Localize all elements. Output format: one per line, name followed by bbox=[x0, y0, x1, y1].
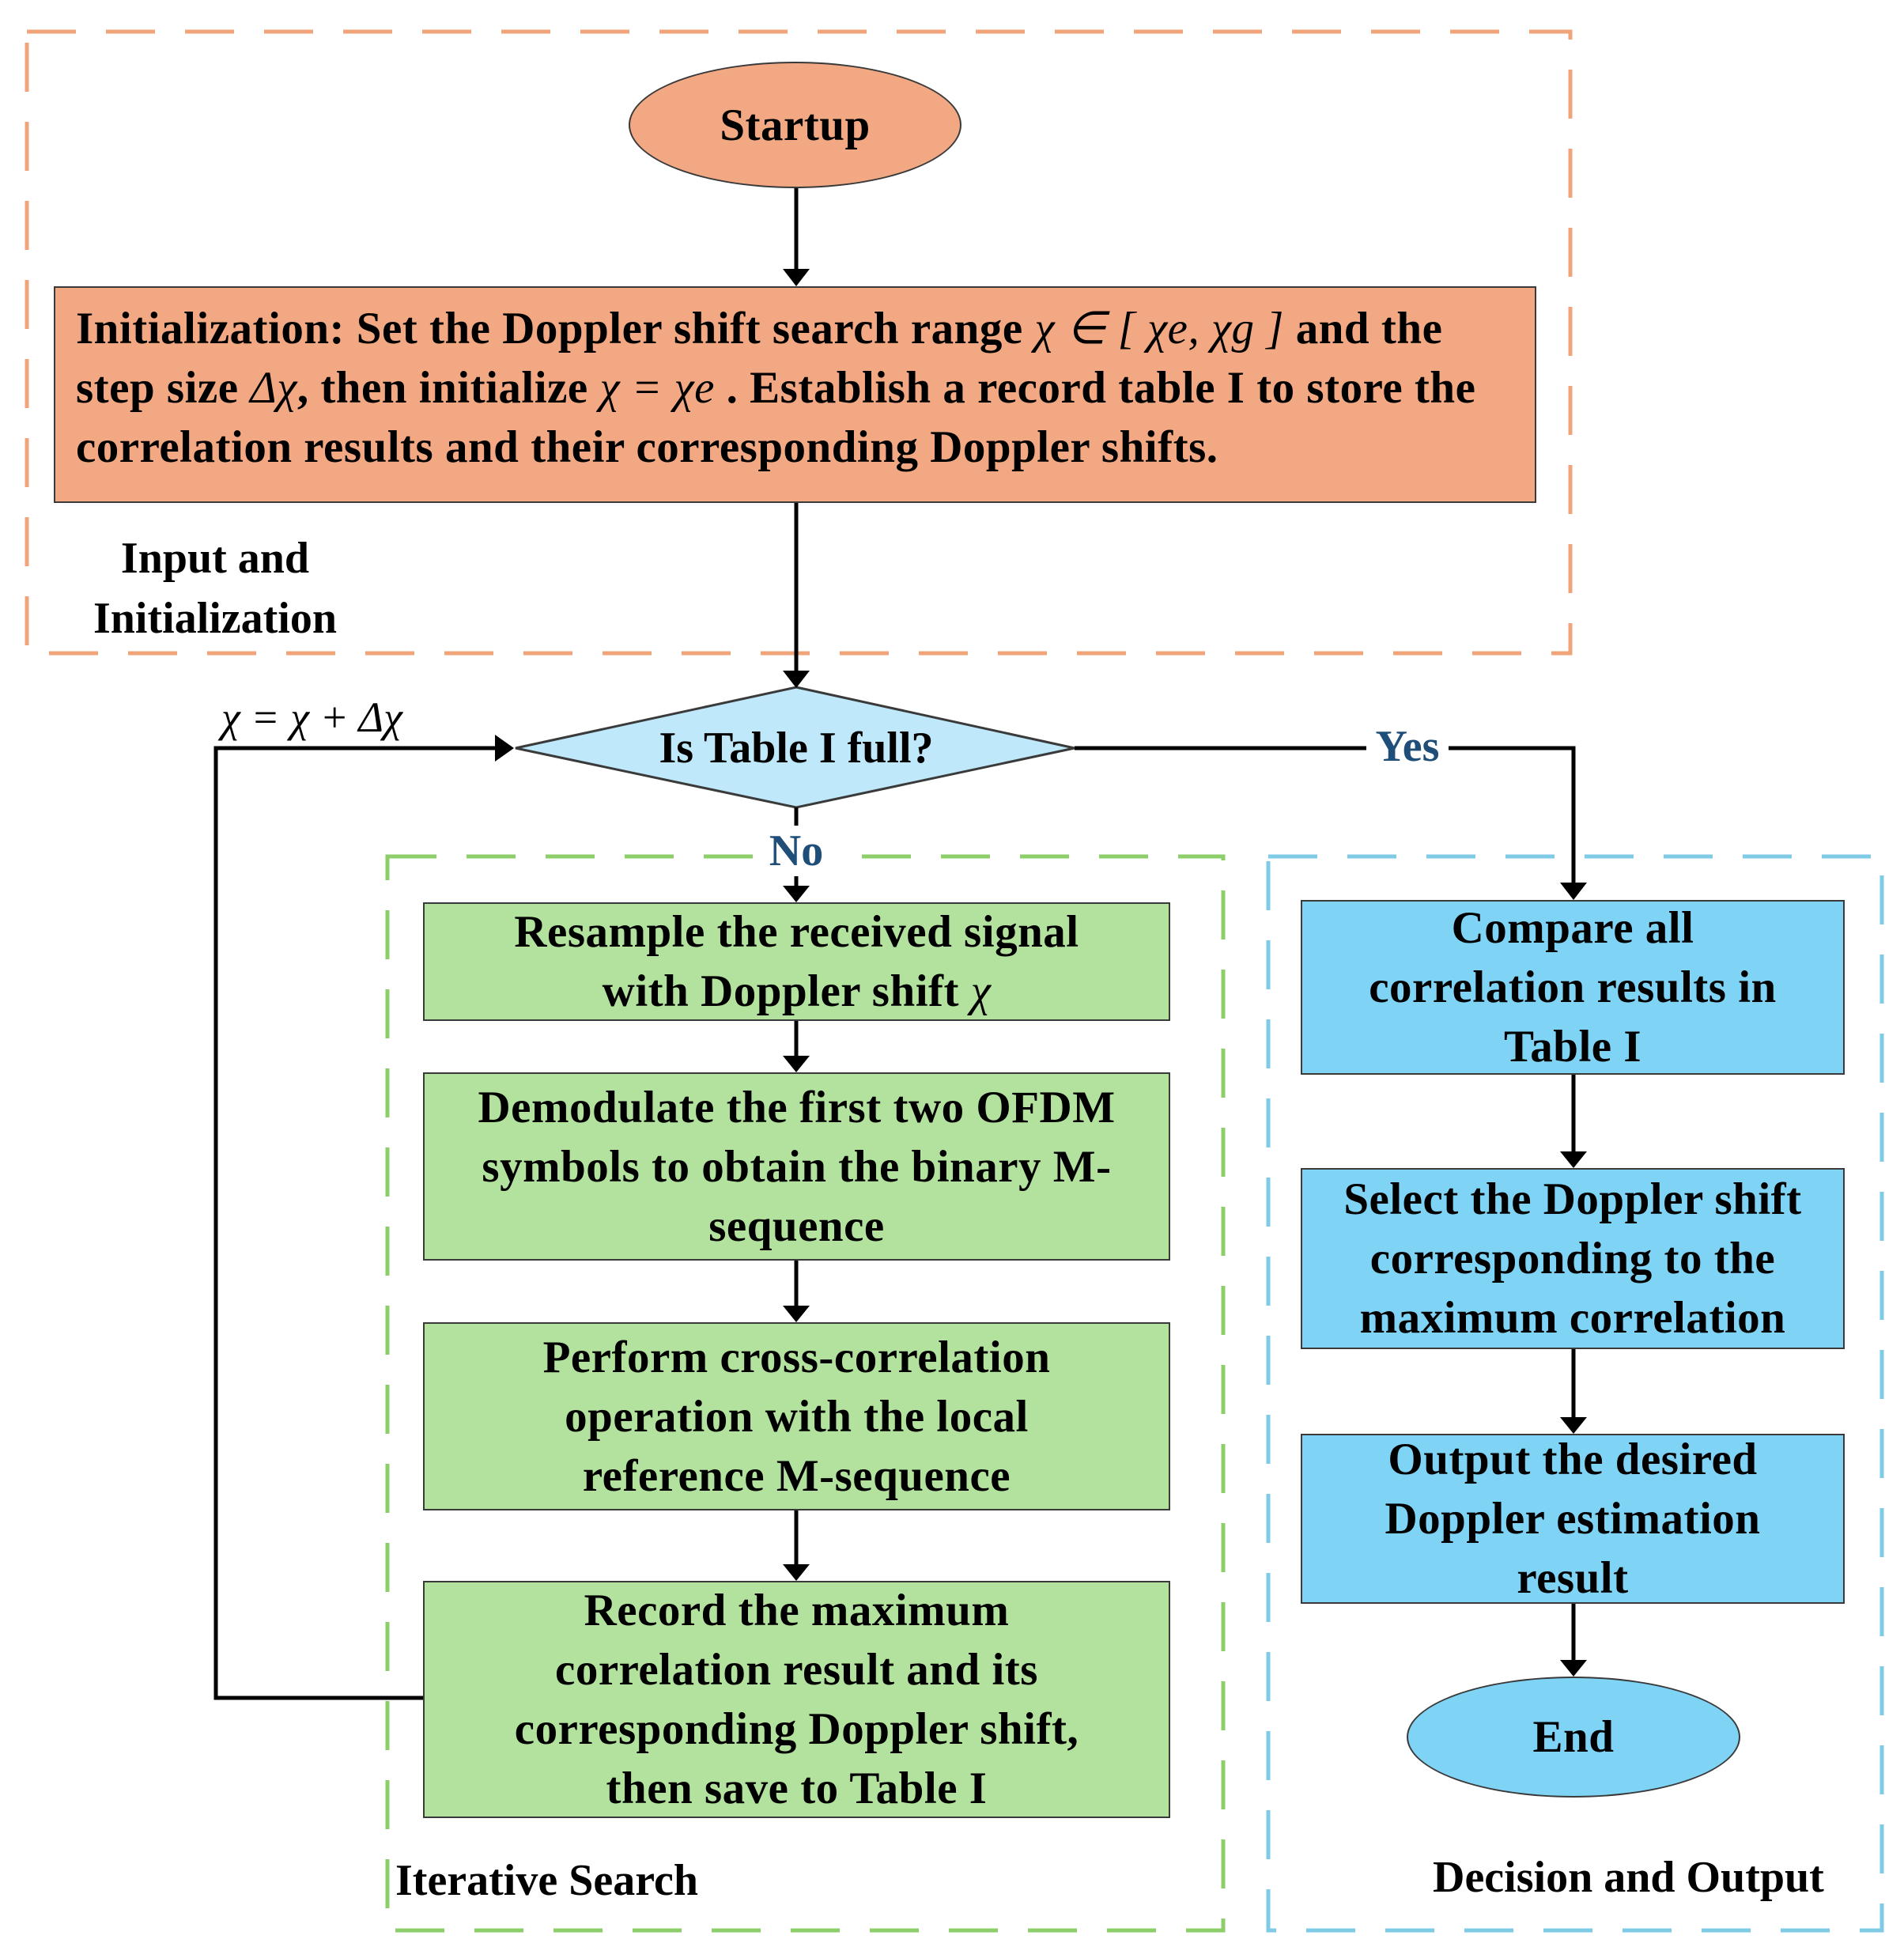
input-region-frame bbox=[25, 29, 1573, 656]
edge-loop-back bbox=[213, 746, 501, 1700]
region-label-input: Input and Initialization bbox=[73, 528, 357, 648]
compare-node: Compare all correlation results in Table… bbox=[1301, 900, 1845, 1075]
startup-node: Startup bbox=[629, 62, 961, 188]
output-text: Output the desired Doppler estimation re… bbox=[1385, 1435, 1761, 1603]
arrowhead-decision bbox=[783, 671, 810, 688]
init-text-part2: and the step size bbox=[76, 304, 1443, 413]
edge-label-loop: χ = χ + Δχ bbox=[221, 693, 443, 742]
demodulate-node: Demodulate the first two OFDM symbols to… bbox=[423, 1072, 1170, 1261]
record-node: Record the maximum correlation result an… bbox=[423, 1581, 1170, 1818]
arrowhead-demodulate bbox=[783, 1056, 810, 1072]
select-node: Select the Doppler shift corresponding t… bbox=[1301, 1168, 1845, 1349]
region-label-iterative: Iterative Search bbox=[395, 1851, 698, 1911]
decision-region-frame bbox=[1266, 854, 1884, 1933]
init-text-part1: Initialization: Set the Doppler shift se… bbox=[76, 304, 1035, 353]
select-text: Select the Doppler shift corresponding t… bbox=[1343, 1174, 1802, 1343]
startup-label: Startup bbox=[720, 100, 871, 150]
arrowhead-output bbox=[1560, 1417, 1587, 1434]
record-text: Record the maximum correlation result an… bbox=[514, 1586, 1079, 1813]
region-label-decision: Decision and Output bbox=[1433, 1847, 1824, 1907]
init-step-math: Δχ bbox=[250, 363, 297, 413]
edge-label-loop-text: χ = χ + Δχ bbox=[221, 694, 402, 741]
edge-label-no: No bbox=[755, 826, 837, 876]
arrowhead-end bbox=[1560, 1660, 1587, 1677]
arrowhead-crosscorr bbox=[783, 1306, 810, 1322]
arrowhead-loop bbox=[495, 735, 514, 762]
output-node: Output the desired Doppler estimation re… bbox=[1301, 1434, 1845, 1604]
region-label-decision-text: Decision and Output bbox=[1433, 1853, 1824, 1902]
initialization-node: Initialization: Set the Doppler shift se… bbox=[54, 286, 1536, 503]
arrowhead-select bbox=[1560, 1151, 1587, 1168]
end-node: End bbox=[1407, 1677, 1740, 1798]
crosscorr-node: Perform cross-correlation operation with… bbox=[423, 1322, 1170, 1510]
initialization-text: Initialization: Set the Doppler shift se… bbox=[76, 299, 1516, 477]
resample-node: Resample the received signal with Dopple… bbox=[423, 902, 1170, 1021]
decision-label: Is Table I full? bbox=[553, 716, 1039, 781]
edge-label-no-text: No bbox=[769, 826, 824, 875]
resample-text: Resample the received signal with Dopple… bbox=[425, 902, 1169, 1021]
resample-text-main: Resample the received signal with Dopple… bbox=[514, 907, 1079, 1016]
init-text-part4: . Establish a record table I to store th… bbox=[76, 363, 1476, 472]
resample-math: χ bbox=[970, 966, 992, 1016]
init-range-math: χ ∈ [ χe, χg ] bbox=[1034, 304, 1284, 353]
region-label-iterative-text: Iterative Search bbox=[395, 1856, 699, 1905]
arrowhead-compare bbox=[1560, 883, 1587, 900]
decision-text: Is Table I full? bbox=[659, 724, 934, 773]
region-label-input-text: Input and Initialization bbox=[93, 534, 338, 643]
crosscorr-text: Perform cross-correlation operation with… bbox=[542, 1332, 1051, 1501]
edge-label-yes: Yes bbox=[1366, 721, 1449, 772]
arrowhead-init bbox=[783, 269, 810, 286]
arrowhead-record bbox=[783, 1564, 810, 1581]
compare-text: Compare all correlation results in Table… bbox=[1369, 903, 1777, 1072]
init-assign-math: χ = χe bbox=[599, 363, 715, 413]
arrowhead-resample bbox=[783, 886, 810, 902]
init-text-part3: , then initialize bbox=[297, 363, 600, 413]
edge-label-yes-text: Yes bbox=[1375, 722, 1440, 771]
end-label: End bbox=[1532, 1712, 1615, 1762]
demodulate-text: Demodulate the first two OFDM symbols to… bbox=[478, 1082, 1116, 1251]
